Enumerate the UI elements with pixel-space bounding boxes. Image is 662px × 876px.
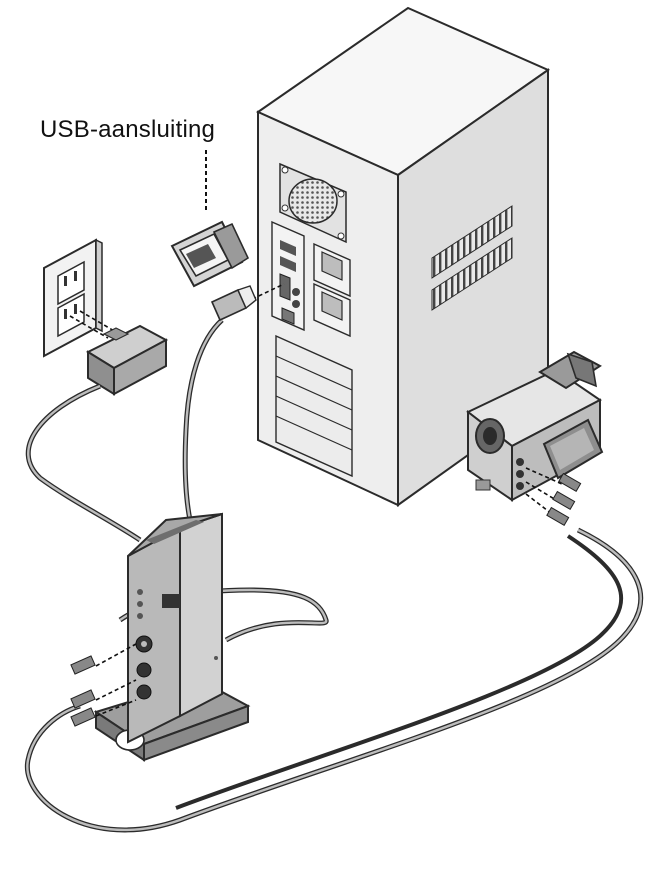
usb-plug-icon: [170, 220, 250, 288]
wall-outlet-icon: [43, 238, 103, 358]
video-capture-box-icon: [93, 512, 251, 762]
pc-tower-icon: [255, 6, 551, 507]
usb-connection-label: USB-aansluiting: [40, 116, 216, 143]
power-cable: [25, 383, 142, 543]
camcorder-icon: [466, 350, 604, 502]
usb-cable: [182, 318, 224, 521]
power-adapter-icon: [85, 324, 169, 396]
av-cable: [24, 527, 644, 833]
usb-plug-small-icon: [210, 285, 257, 322]
